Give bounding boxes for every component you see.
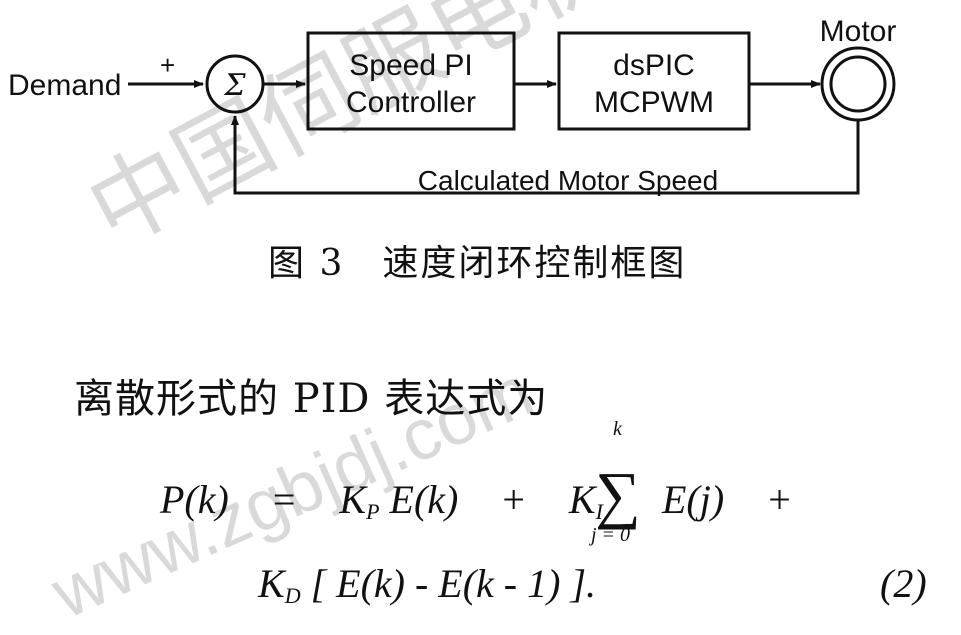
dspic-mcpwm-block [557, 31, 751, 131]
dspic-label-line1: dsPIC [613, 49, 695, 82]
equation-number: (2) [880, 561, 927, 606]
summing-symbol: Σ [223, 68, 246, 103]
eq-term3: [ E(k) - E(k - 1) ]. [310, 561, 597, 606]
speed-pi-controller-block [306, 31, 516, 131]
motor-label: Motor [820, 15, 897, 48]
sum-lower-limit: j = 0 [591, 524, 631, 546]
equation-line-2: KD [ E(k) - E(k - 1) ]. [258, 560, 596, 609]
feedback-label: Calculated Motor Speed [418, 165, 718, 196]
motor-outer-circle [820, 46, 896, 122]
equation-intro-text: 离散形式的 PID 表达式为 [74, 376, 549, 422]
eq-kd: KD [258, 561, 301, 608]
equation-line-1: P(k) = KP E(k) + KI [160, 476, 603, 525]
eq-lhs: P(k) [160, 477, 229, 522]
feedback-path [231, 115, 860, 195]
eq-plus1: + [502, 477, 525, 522]
eq-equals: = [272, 477, 296, 522]
dspic-label-line2: MCPWM [594, 86, 714, 119]
eq-ki: KI [568, 477, 603, 524]
equation-line-1-tail: E(j) + [662, 476, 791, 523]
demand-label: Demand [8, 69, 121, 102]
eq-plus2: + [768, 477, 791, 522]
eq-kp: KP [339, 477, 380, 524]
figure-caption: 图 3 速度闭环控制框图 [268, 243, 687, 284]
motor-inner-circle [829, 55, 887, 113]
speed-pi-label-line1: Speed PI [349, 49, 472, 82]
sum-upper-limit: k [613, 418, 622, 440]
sum-symbol: ∑ [595, 459, 641, 530]
eq-term2: E(j) [662, 477, 725, 522]
eq-term1: E(k) [389, 477, 459, 522]
speed-pi-label-line2: Controller [346, 86, 476, 119]
plus-sign: + [160, 50, 175, 80]
speed-control-block-diagram: Demand + Σ Speed PI Controller dsPIC MCP… [8, 15, 897, 196]
